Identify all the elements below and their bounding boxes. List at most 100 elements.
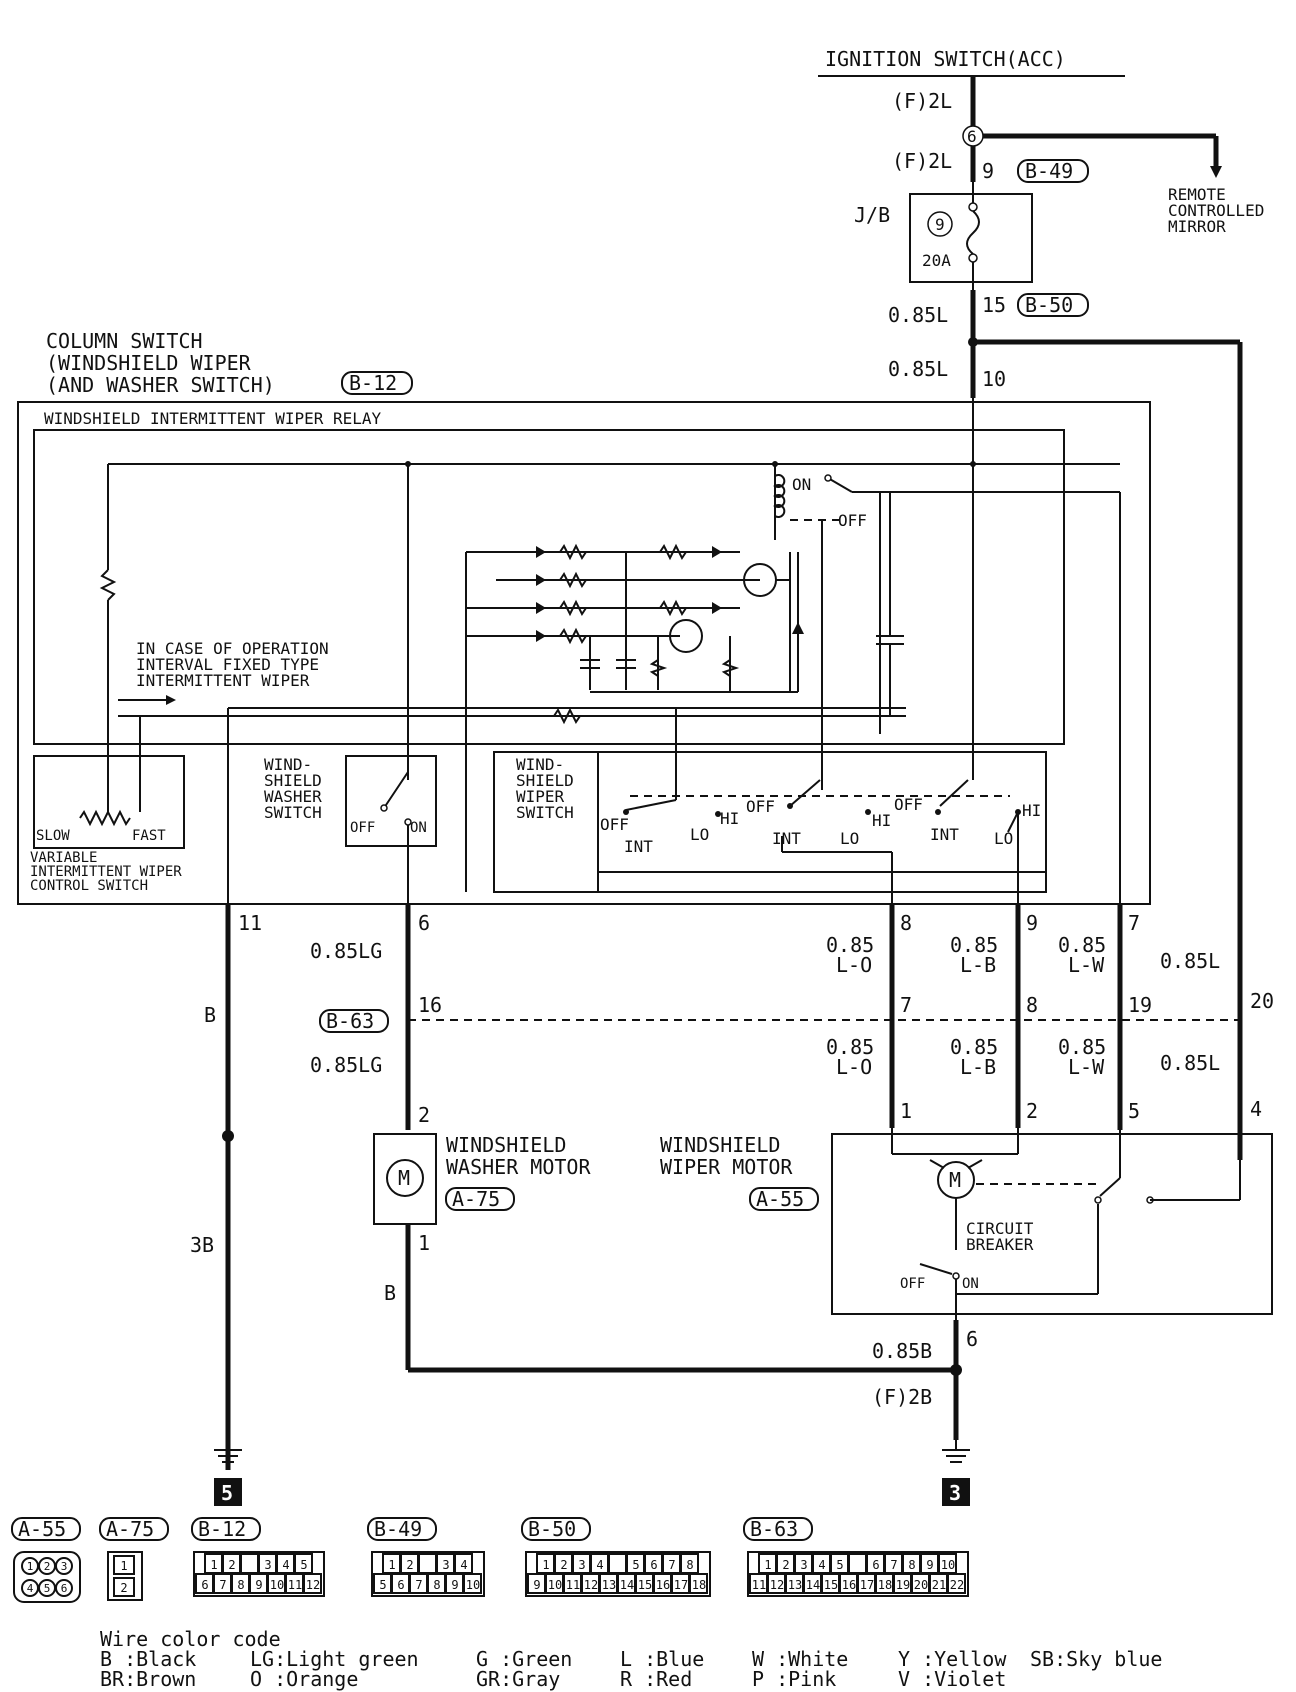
variable-switch-label: CONTROL SWITCH: [30, 878, 148, 894]
wire-label: 0.85L: [888, 303, 948, 327]
washer-switch-label: WASHER: [264, 787, 322, 806]
connector-pin-number: 9: [255, 1578, 262, 1592]
relay-coil-icon: [773, 474, 786, 518]
connector-pin-number: 2: [782, 1558, 789, 1572]
connector-pin-number: 7: [668, 1558, 675, 1572]
connector-pin: [463, 1573, 482, 1594]
connector-pin-number: 2: [228, 1558, 235, 1572]
pin-number: 2: [418, 1103, 430, 1127]
connector-tag-label: B-50: [1025, 293, 1073, 317]
connector-pin-number: 19: [896, 1578, 910, 1592]
junction-node-label: 6: [967, 127, 977, 146]
connector-pin-number: 3: [800, 1558, 807, 1572]
pin-number: 11: [238, 911, 262, 935]
pin-number: 9: [982, 159, 994, 183]
connector-pin-number: 4: [282, 1558, 289, 1572]
column-switch-title: (AND WASHER SWITCH): [46, 373, 275, 397]
connector-pin-number: 9: [533, 1578, 540, 1592]
relay-label: WINDSHIELD INTERMITTENT WIPER RELAY: [44, 409, 382, 428]
resistor-icon: [99, 569, 117, 601]
connector-a75: A-75 12: [99, 1517, 169, 1601]
wire-label: 3B: [190, 1233, 214, 1257]
connector-pin-number: 8: [433, 1578, 440, 1592]
wiper-switch-pos-label: HI: [1022, 801, 1041, 820]
wiper-switch-label: SWITCH: [516, 803, 574, 822]
resistor-icon: [649, 659, 668, 677]
legend-title: Wire color code: [100, 1627, 281, 1651]
connector-pin-number: 8: [908, 1558, 915, 1572]
note-label: INTERVAL FIXED TYPE: [136, 655, 319, 674]
connector-face-label: A-55: [18, 1517, 66, 1541]
wiper-switch-label: SHIELD: [516, 771, 574, 790]
pin-number: 20: [1250, 989, 1274, 1013]
wiper-switch-pos-label: HI: [720, 809, 739, 828]
connector-pin-number: 16: [842, 1578, 856, 1592]
connector-pin-number: 4: [818, 1558, 825, 1572]
circuit-breaker-label: BREAKER: [966, 1235, 1034, 1254]
connector-pin-number: 2: [120, 1581, 127, 1595]
pin-number: 1: [418, 1231, 430, 1255]
wiper-switch-pos-label: HI: [872, 811, 891, 830]
legend-entry: B :Black: [100, 1647, 196, 1671]
connector-pin: [113, 1577, 135, 1597]
connector-pin-number: 22: [950, 1578, 964, 1592]
legend-entry: V :Violet: [898, 1667, 1006, 1691]
connector-pin-number: 11: [752, 1578, 766, 1592]
connector-pin-number: 3: [578, 1558, 585, 1572]
capacitor-icon: [580, 659, 600, 669]
connector-pin-number: 12: [306, 1578, 320, 1592]
wire-label: 0.85LG: [310, 1053, 382, 1077]
slow-label: SLOW: [36, 828, 70, 844]
arrow-icon: [166, 695, 176, 705]
connector-pin-number: 5: [44, 1582, 51, 1595]
washer-motor-label: WINDSHIELD: [446, 1133, 566, 1157]
remote-mirror-label: MIRROR: [1168, 217, 1226, 236]
resistor-icon: [559, 571, 587, 589]
legend-entry: LG:Light green: [250, 1647, 419, 1671]
relay-off-label: OFF: [838, 511, 867, 530]
connector-tag: [749, 1187, 819, 1211]
connector-pin-number: 8: [237, 1578, 244, 1592]
resistor-icon: [553, 707, 581, 725]
connector-pin-number: 7: [415, 1578, 422, 1592]
wire-label: (F)2B: [872, 1385, 932, 1409]
connector-pin-number: 5: [300, 1558, 307, 1572]
cb-off-label: OFF: [900, 1276, 925, 1292]
connector-pin: [689, 1573, 708, 1594]
wiper-switch-pos-label: INT: [772, 829, 801, 848]
wire-label: 0.85: [950, 933, 998, 957]
wiper-switch-pos-label: OFF: [746, 797, 775, 816]
cb-on-label: ON: [962, 1276, 979, 1292]
column-switch-title: COLUMN SWITCH: [46, 329, 203, 353]
pin-number: 19: [1128, 993, 1152, 1017]
legend-entry: W :White: [752, 1647, 848, 1671]
wiper-switch-label: WIPER: [516, 787, 565, 806]
connector-pin-number: 14: [806, 1578, 820, 1592]
connector-pin-number: 6: [872, 1558, 879, 1572]
legend-entry: L :Blue: [620, 1647, 704, 1671]
legend-entry: GR:Gray: [476, 1667, 560, 1691]
wire-label: 0.85: [826, 933, 874, 957]
fast-label: FAST: [132, 828, 166, 844]
wire-label: L-W: [1068, 953, 1105, 977]
connector-pin-number: 12: [770, 1578, 784, 1592]
pin-number: 8: [1026, 993, 1038, 1017]
pin-number: 5: [1128, 1099, 1140, 1123]
connector-pin: [240, 1553, 259, 1574]
connector-tag: [341, 371, 413, 395]
connector-pin: [55, 1557, 73, 1575]
connector-pin-number: 11: [288, 1578, 302, 1592]
connector-pin-number: 2: [44, 1560, 51, 1573]
wire-label: B: [384, 1281, 396, 1305]
fuse-icon: [966, 210, 980, 255]
connector-pin-number: 9: [926, 1558, 933, 1572]
connector-pin-number: 2: [406, 1558, 413, 1572]
connector-pin-number: 1: [210, 1558, 217, 1572]
connector-pin-number: 8: [686, 1558, 693, 1572]
wire-label: B: [204, 1003, 216, 1027]
relay-on-label: ON: [792, 475, 811, 494]
note-label: INTERMITTENT WIPER: [136, 671, 310, 690]
connector-pin-number: 7: [219, 1578, 226, 1592]
wiper-motor-label: WINDSHIELD: [660, 1133, 780, 1157]
